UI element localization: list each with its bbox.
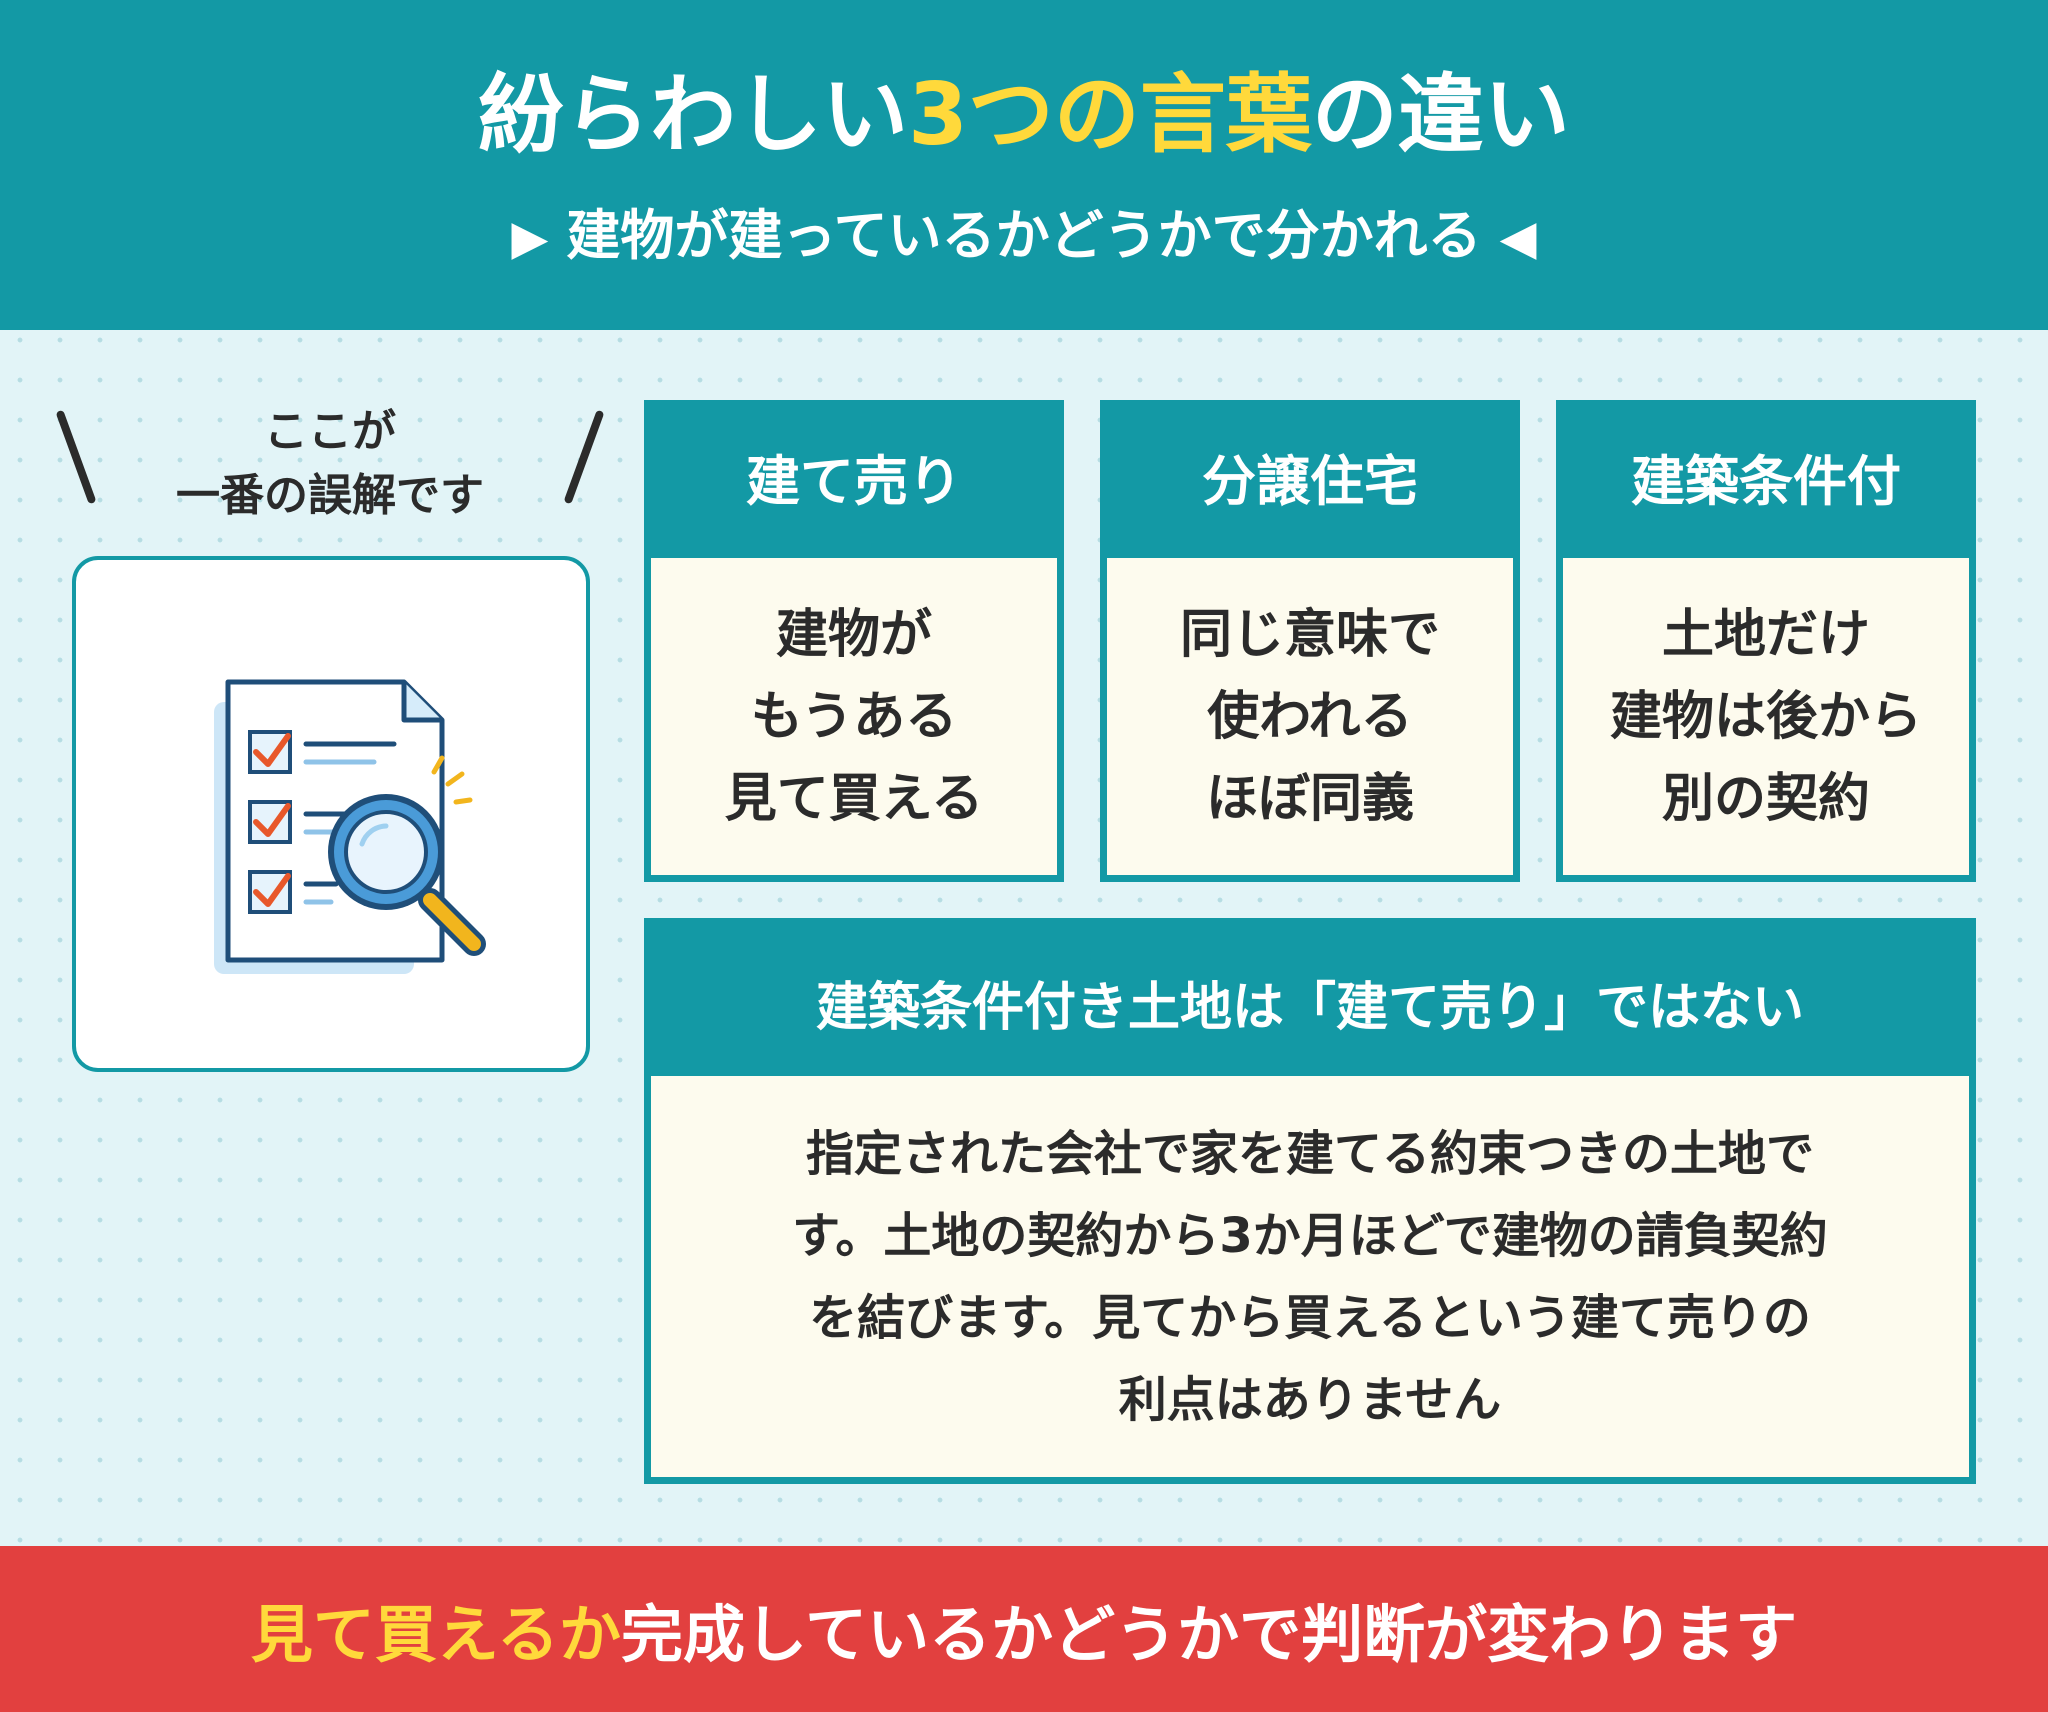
note-line: 利点はありません bbox=[1118, 1371, 1502, 1428]
card-title: 建築条件付 bbox=[1631, 449, 1901, 513]
footer-highlight: 見て買えるか bbox=[250, 1598, 621, 1671]
card-line: ほぼ同義 bbox=[1205, 768, 1414, 829]
header-banner: 紛らわしい3つの言葉の違い ▶ 建物が建っているかどうかで分かれる ◀ bbox=[0, 0, 2048, 330]
note-body: 指定された会社で家を建てる約束つきの土地で す。土地の契約から3か月ほどで建物の… bbox=[651, 1076, 1969, 1477]
term-card-kenchiku-joken: 建築条件付 土地だけ 建物は後から 別の契約 bbox=[1556, 400, 1976, 882]
page-subtitle: ▶ 建物が建っているかどうかで分かれる ◀ bbox=[0, 196, 2048, 278]
footer-banner: 見て買えるか完成しているかどうかで判断が変わります bbox=[0, 1546, 2048, 1712]
left-triangle-icon: ◀ bbox=[1499, 210, 1537, 266]
illustration-frame bbox=[72, 556, 590, 1072]
document-checklist-magnifier-icon bbox=[214, 679, 486, 974]
card-line: 建物は後から bbox=[1609, 686, 1922, 747]
card-title: 建て売り bbox=[746, 449, 962, 513]
note-title: 建築条件付き土地は「建て売り」ではない bbox=[815, 977, 1804, 1038]
term-card-tateuri: 建て売り 建物が もうある 見て買える bbox=[644, 400, 1064, 882]
title-post: の違い bbox=[1311, 65, 1570, 165]
callout-text: ここが 一番の誤解です bbox=[60, 400, 600, 528]
card-body: 同じ意味で 使われる ほぼ同義 bbox=[1107, 558, 1513, 875]
card-line: 同じ意味で bbox=[1179, 604, 1440, 665]
card-line: 別の契約 bbox=[1661, 768, 1870, 829]
term-card-bunjo: 分譲住宅 同じ意味で 使われる ほぼ同義 bbox=[1100, 400, 1520, 882]
card-line: もうある bbox=[750, 686, 958, 747]
card-body: 建物が もうある 見て買える bbox=[651, 558, 1057, 875]
callout-line-1: ここが bbox=[264, 406, 396, 457]
card-body: 土地だけ 建物は後から 別の契約 bbox=[1563, 558, 1969, 875]
footer-text: 完成しているかどうかで判断が変わります bbox=[621, 1598, 1798, 1671]
title-pre: 紛らわしい bbox=[478, 65, 909, 165]
callout-line-2: 一番の誤解です bbox=[176, 470, 484, 521]
note-card: 建築条件付き土地は「建て売り」ではない 指定された会社で家を建てる約束つきの土地… bbox=[644, 918, 1976, 1484]
misconception-callout: ここが 一番の誤解です bbox=[55, 400, 605, 530]
note-line: を結びます。見てから買えるという建て売りの bbox=[809, 1289, 1811, 1346]
note-line: 指定された会社で家を建てる約束つきの土地で bbox=[805, 1125, 1814, 1182]
title-highlight: 3つの言葉 bbox=[908, 65, 1312, 165]
card-line: 建物が bbox=[775, 604, 932, 665]
page-title: 紛らわしい3つの言葉の違い bbox=[0, 60, 2048, 170]
subtitle-text: 建物が建っているかどうかで分かれる bbox=[566, 204, 1482, 267]
card-title: 分譲住宅 bbox=[1202, 449, 1418, 513]
note-line: す。土地の契約から3か月ほどで建物の請負契約 bbox=[792, 1207, 1828, 1264]
card-line: 使われる bbox=[1207, 686, 1413, 747]
card-line: 土地だけ bbox=[1661, 604, 1870, 665]
right-triangle-icon: ▶ bbox=[511, 210, 549, 266]
card-line: 見て買える bbox=[724, 768, 984, 829]
